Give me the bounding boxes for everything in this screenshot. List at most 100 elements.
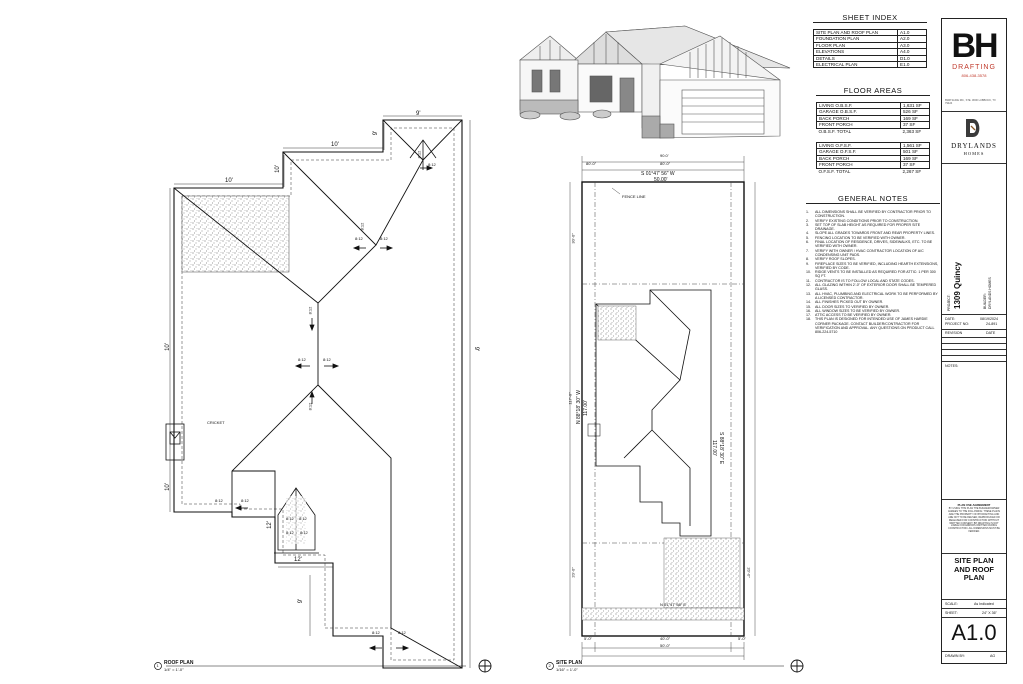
- builder-name: DRYLANDS HOMES: [988, 277, 992, 309]
- divider: [942, 337, 1006, 338]
- note-item: 14.ALL FINISHES PICKED OUT BY OWNER.: [806, 300, 940, 304]
- area-total-value: 2,267 SF: [902, 168, 922, 174]
- divider: [942, 499, 1006, 500]
- dim-label: 9': [373, 130, 380, 136]
- dim-label: 10': [164, 483, 171, 491]
- note-text: SET TOP OF SLAB HEIGHT AS REQUIRED FOR P…: [815, 222, 921, 232]
- note-number: 10.: [806, 270, 811, 275]
- date-value: 08/19/2024: [980, 317, 998, 321]
- revision-date-label: DATE: [986, 331, 996, 335]
- note-number: 18.: [806, 317, 811, 322]
- note-text: THIS PLAN IS DESIGNED FOR INTENDED USE O…: [815, 317, 935, 335]
- sheet-index-title: SHEET INDEX: [842, 13, 898, 22]
- divider: [942, 163, 1006, 164]
- note-item: 18. THIS PLAN IS DESIGNED FOR INTENDED US…: [806, 317, 940, 334]
- note-item: 6.FINAL LOCATION OF RESIDENCE, DRIVES, S…: [806, 240, 940, 249]
- slope-label: 8:12: [215, 498, 223, 503]
- divider: [942, 314, 1006, 315]
- note-item: 4.SLOPE ALL GRADES TOWARDS FRONT AND REA…: [806, 231, 940, 235]
- note-text: ALL DIMENSIONS SHALL BE VERIFIED BY CONT…: [815, 210, 931, 219]
- scale-label: SCALE:: [945, 602, 958, 606]
- note-number: 5.: [806, 235, 809, 240]
- site-bearing: N 88°18' 30" W: [576, 390, 582, 424]
- note-text: RIDGE VENTS TO BE INSTALLED AS REQUIRED …: [815, 270, 936, 279]
- note-item: 1.ALL DIMENSIONS SHALL BE VERIFIED BY CO…: [806, 210, 940, 219]
- divider: [942, 617, 1006, 618]
- note-number: 9.: [806, 261, 809, 266]
- divider: [942, 599, 1006, 600]
- note-number: 11.: [806, 278, 811, 283]
- roof-plan-title: ROOF PLAN: [164, 660, 194, 666]
- site-dim: 80'-0": [586, 161, 597, 166]
- note-item: 15.ALL DOOR SIZES TO VERIFIED BY OWNER.: [806, 305, 940, 309]
- slope-label: 8:12: [307, 402, 313, 411]
- slope-label: 8:12: [380, 236, 388, 241]
- site-bearing: S 01°47' 56" W: [641, 171, 675, 177]
- note-text: FINAL LOCATION OF RESIDENCE, DRIVES, SID…: [815, 240, 933, 249]
- drawn-by-label: DRAWN BY:: [945, 654, 966, 658]
- title-block: BH DRAFTING 806-438-3578 8908 SLIDE RD.,…: [941, 18, 1007, 664]
- project-no-label: PROJECT NO:: [945, 322, 970, 326]
- note-item: 11.CONTRACTOR IS TO FOLLOW LOCAL AND STA…: [806, 279, 940, 283]
- note-text: FIREPLACE SIZES TO BE VERIFIED, INCLUDIN…: [815, 261, 939, 270]
- area-value: 169 SF: [900, 114, 930, 123]
- note-text: FENCING LOCATION TO BE VERIFIED WITH OWN…: [815, 235, 906, 240]
- general-notes-title: GENERAL NOTES: [838, 194, 908, 203]
- site-dim: 90.0': [660, 153, 669, 158]
- divider: [806, 203, 940, 204]
- bh-logo: BH: [951, 27, 998, 65]
- divider: [942, 343, 1006, 344]
- note-text: ATTIC ACCESS TO BE VERIFIED BY OWNER.: [815, 313, 892, 318]
- site-dim: 50'-0": [660, 643, 671, 648]
- note-number: 16.: [806, 308, 811, 313]
- divider: [942, 361, 1006, 362]
- area-value: 37 SF: [900, 121, 930, 129]
- dim-label: 12': [266, 521, 273, 529]
- project-name: 1309 Quincy: [953, 261, 962, 309]
- drylands-logo-icon: [966, 119, 980, 137]
- note-text: ALL HVAC, PLUMBING AND ELECTRICAL WORK T…: [815, 291, 938, 300]
- sheet-num: E1.0: [897, 60, 927, 69]
- note-item: 10. RIDGE VENTS TO BE INSTALLED AS REQUIR…: [806, 270, 940, 279]
- house-rendering: [519, 25, 791, 139]
- site-dim: 117'-0": [567, 392, 573, 405]
- sheet-num: A4.0: [897, 48, 927, 56]
- site-dim: 5'-0": [738, 636, 746, 641]
- note-text: SLOPE ALL GRADES TOWARDS FRONT AND REAR …: [815, 231, 936, 236]
- slope-label: 8:12: [286, 530, 294, 535]
- sheet-num: A3.0: [897, 41, 927, 50]
- site-bearing-dist: 117.00': [711, 440, 717, 456]
- sheet-num: A2.0: [897, 35, 927, 43]
- divider: [942, 111, 1006, 112]
- area-value: 169 SF: [900, 154, 930, 163]
- divider: [942, 553, 1006, 554]
- site-bearing-dist: 50.00': [654, 177, 668, 183]
- site-dim: 5'-0": [584, 636, 592, 641]
- site-plan-scale: 1/16" = 1'-0": [556, 667, 578, 672]
- cricket-label: CRICKET: [207, 420, 225, 425]
- divider: [942, 608, 1006, 609]
- site-dim: 30'-0": [570, 233, 576, 244]
- note-text: ALL DOOR SIZES TO VERIFIED BY OWNER.: [815, 304, 890, 309]
- divider: [942, 349, 1006, 350]
- site-plan-title: SITE PLAN: [556, 660, 583, 666]
- fence-label: FENCE LINE: [622, 194, 646, 199]
- divider: [942, 651, 1006, 652]
- agreement-title: PLAN USE AGREEMENT: [957, 503, 991, 507]
- note-text: ALL GLAZING WITHIN 2'-0" OF EXTERIOR DOO…: [815, 283, 937, 292]
- builder-label: BUILDER:: [983, 293, 987, 309]
- note-text: VERIFY ROOF SLOPES.: [815, 257, 856, 262]
- sheet-num: D1.0: [897, 54, 927, 63]
- slope-label: 8:12: [355, 236, 363, 241]
- scale-value: As Indicated: [974, 602, 994, 606]
- drawn-by-value: AG: [990, 654, 996, 658]
- area-total: O.F.S.F. TOTAL: [818, 168, 851, 174]
